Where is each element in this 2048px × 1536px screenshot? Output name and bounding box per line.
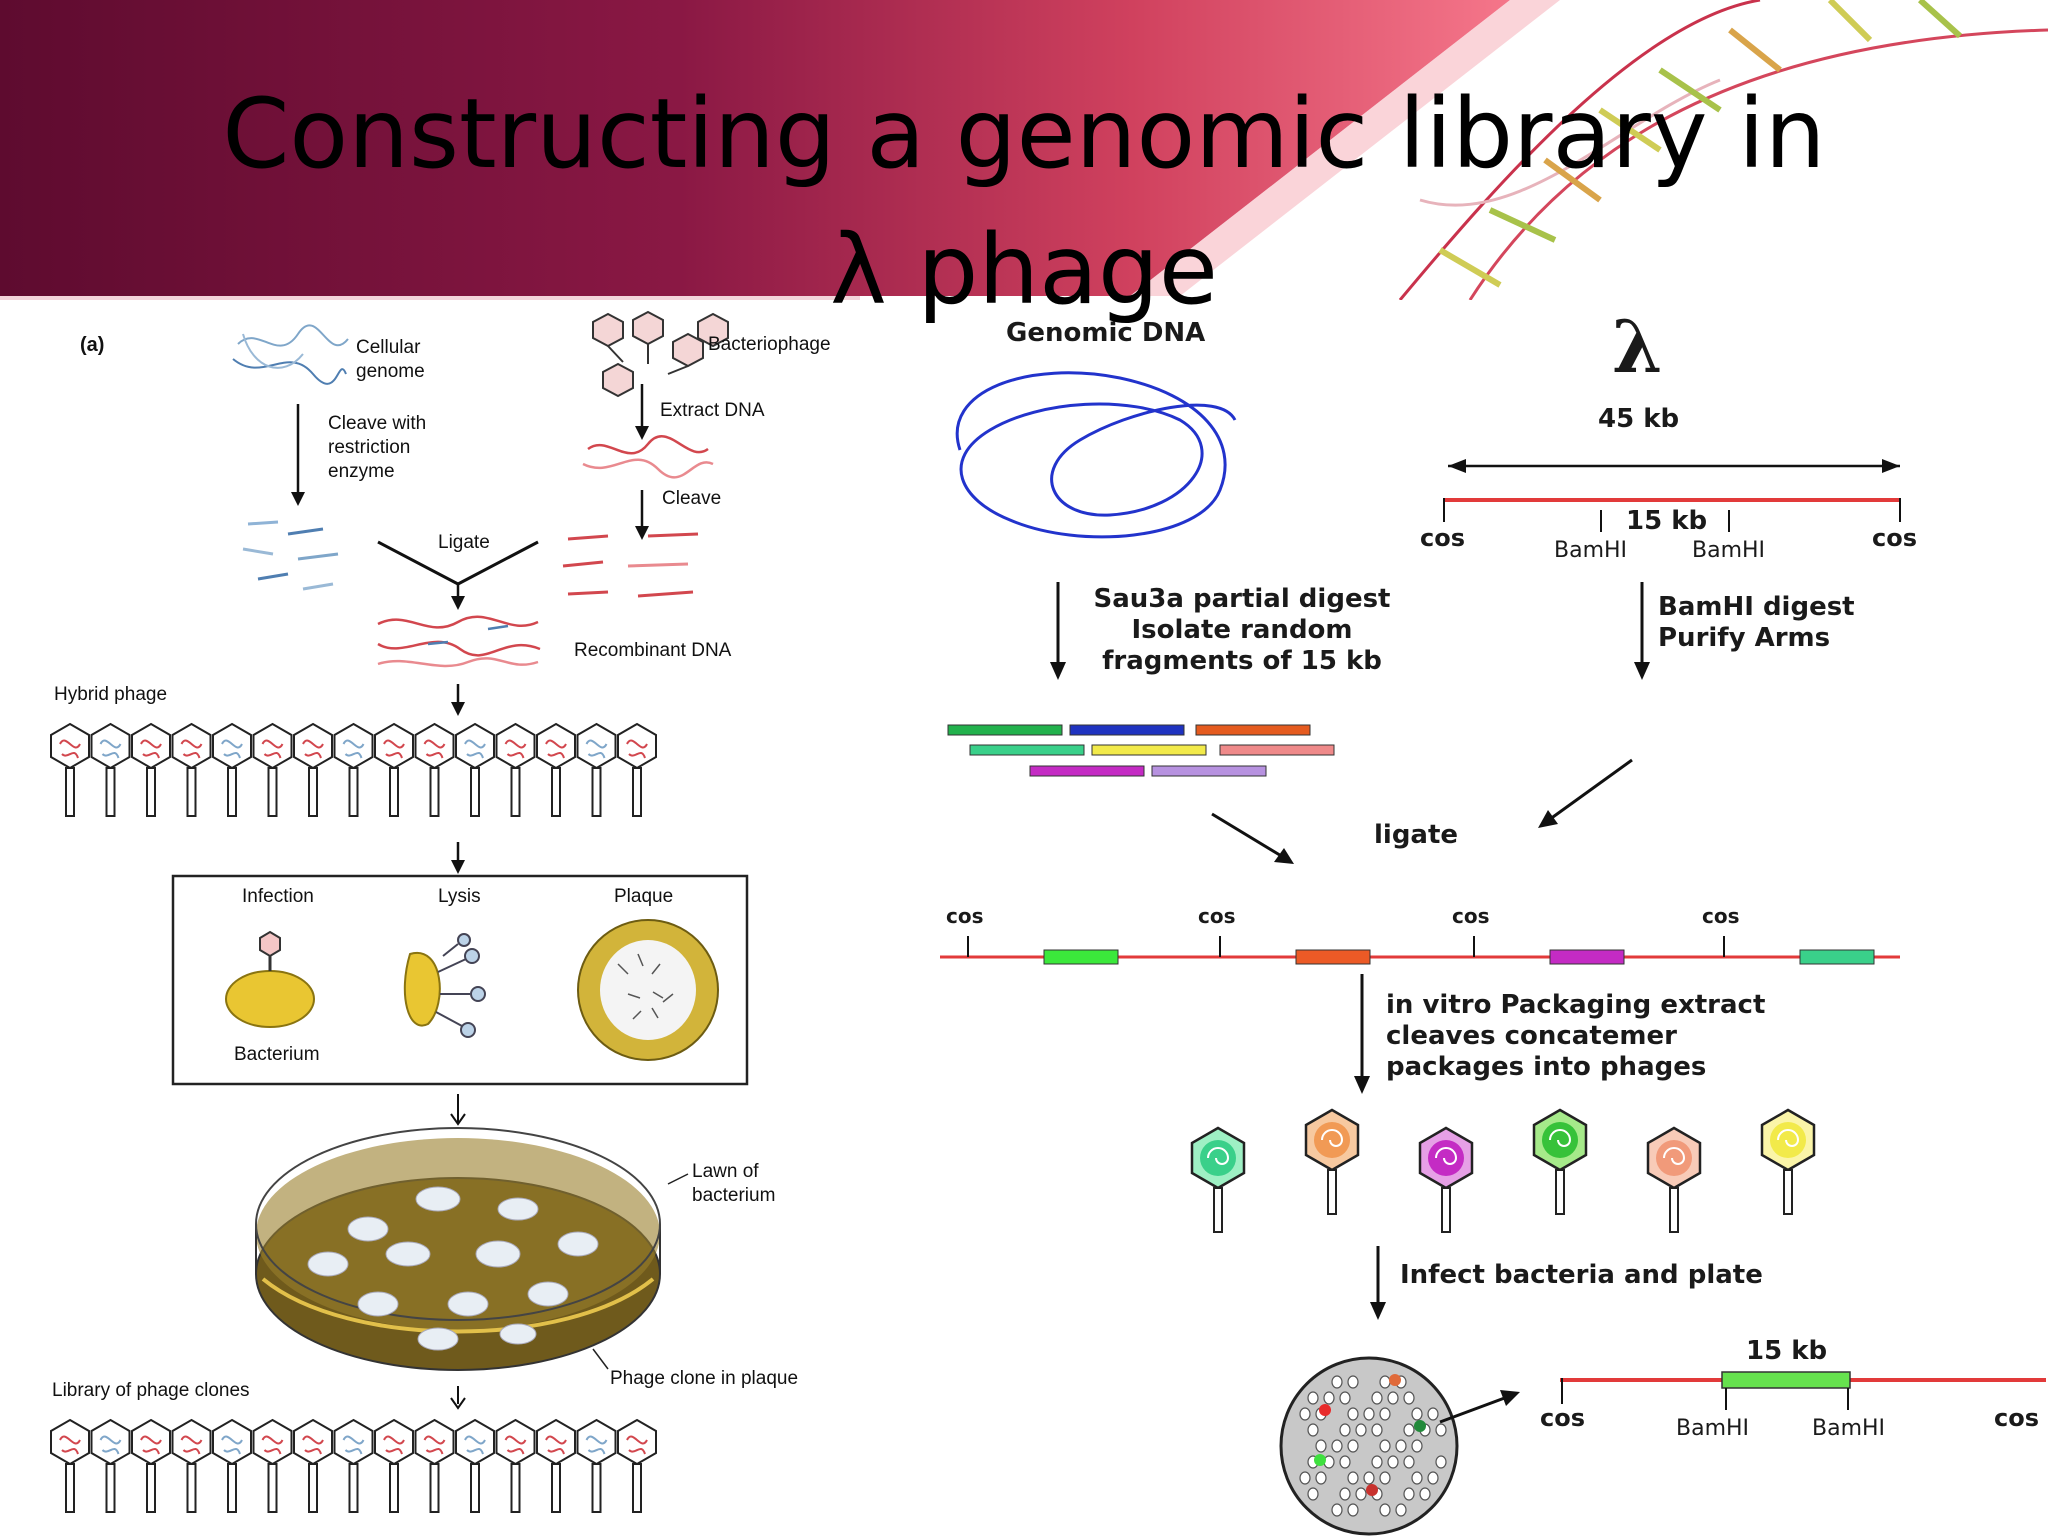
phage-clone-in-plaque-label: Phage clone in plaque [610, 1368, 799, 1389]
genomic-dna-label: Genomic DNA [1006, 318, 1206, 348]
bamhi-left-label: BamHI [1554, 538, 1628, 563]
hybrid-phage-icon [617, 722, 657, 817]
title-banner [0, 0, 2048, 300]
cos-right-label: cos [1872, 524, 1917, 552]
library-phage-icon [333, 1418, 374, 1513]
library-phage-icon [617, 1418, 657, 1513]
right-diagram-drawing [940, 371, 2046, 1536]
library-phage-icon [414, 1418, 455, 1513]
library-phage-icon [576, 1418, 617, 1513]
cos-left-label: cos [1420, 524, 1465, 552]
panel-label: (a) [80, 334, 105, 356]
random-fragments [947, 724, 1335, 777]
recombinant-dna-illustration [377, 615, 541, 668]
hybrid-phage-icon [50, 722, 90, 817]
cleave-label: Cleave [662, 488, 722, 509]
clone-bamhi-right-label: BamHI [1812, 1416, 1886, 1441]
bacterial-plate [1279, 1356, 1459, 1536]
recombinant-dna-label: Recombinant DNA [574, 640, 732, 661]
library-phage-icon [374, 1418, 414, 1513]
hybrid-phage-label: Hybrid phage [54, 684, 168, 705]
bacterium-icon [225, 930, 315, 1028]
library-phage-icon [90, 1418, 131, 1513]
packaged-phage-icon [1418, 1126, 1474, 1233]
clone-bamhi-left-label: BamHI [1676, 1416, 1750, 1441]
library-phage-icon [536, 1418, 576, 1513]
lysis-icon [403, 933, 486, 1038]
left-diagram-drawing [50, 310, 749, 1513]
cleaved-fragments-illustration [242, 520, 699, 598]
library-phage-icon [171, 1418, 212, 1513]
bacteriophage-illustration [592, 310, 729, 398]
hybrid-phage-icon [171, 722, 212, 817]
packaged-phage-icon [1304, 1108, 1360, 1215]
bamhi-step-label: BamHI digest Purify Arms [1658, 592, 1855, 653]
clone-cos-right-label: cos [1994, 1404, 2039, 1432]
right-diagram: Genomic DNA λ 45 kb cos 15 kb cos BamHI … [900, 300, 2048, 1536]
library-phage-icon [131, 1418, 171, 1513]
lysis-label: Lysis [438, 886, 481, 907]
left-diagram: (a) Cellular genome Bacteriophage Cleave… [48, 304, 868, 1536]
bacteriophage-label: Bacteriophage [708, 334, 831, 355]
hybrid-phage-icon [333, 722, 374, 817]
lambda-symbol: λ [1612, 304, 1663, 389]
phage-library-row [50, 1418, 657, 1513]
title-line-2: λ phage [830, 214, 1218, 326]
concatemer-cos-2: cos [1198, 904, 1236, 928]
hybrid-phage-icon [212, 722, 252, 817]
cleave-with-enzyme-label: Cleave with restriction enzyme [328, 413, 427, 482]
hybrid-phage-icon [414, 722, 455, 817]
size-15kb-label: 15 kb [1626, 506, 1708, 536]
ligate-label: Ligate [438, 532, 490, 553]
hybrid-phage-icon [455, 722, 495, 817]
genomic-dna-illustration [955, 371, 1237, 539]
dna-helix-decoration [1398, 0, 2048, 300]
hybrid-phage-icon [252, 722, 293, 817]
phage-dna-illustration [582, 435, 714, 479]
clone-cos-left-label: cos [1540, 1404, 1585, 1432]
library-phage-icon [50, 1418, 90, 1513]
petri-dish-illustration [255, 1127, 661, 1371]
ligate-label: ligate [1374, 820, 1459, 850]
concatemer-cos-1: cos [946, 904, 984, 928]
hybrid-phage-icon [576, 722, 617, 817]
infect-step-label: Infect bacteria and plate [1400, 1260, 1763, 1290]
size-45kb-label: 45 kb [1598, 404, 1680, 434]
concatemer-cos-4: cos [1702, 904, 1740, 928]
hybrid-phage-icon [90, 722, 131, 817]
hybrid-phage-icon [293, 722, 333, 817]
hybrid-phage-icon [374, 722, 414, 817]
packaged-phage-icon [1532, 1108, 1588, 1215]
sau3a-step-label: Sau3a partial digest Isolate random frag… [1093, 584, 1391, 676]
bamhi-right-label: BamHI [1692, 538, 1766, 563]
cellular-genome-illustration [232, 324, 349, 385]
plaque-icon [577, 919, 719, 1061]
library-phage-icon [293, 1418, 333, 1513]
slide-title: Constructing a genomic library in λ phag… [0, 66, 2048, 338]
hybrid-phage-icon [495, 722, 536, 817]
hybrid-phage-row [50, 722, 657, 817]
bacterium-label: Bacterium [234, 1044, 320, 1065]
lawn-of-bacterium-label: Lawn of bacterium [692, 1161, 776, 1206]
packaged-phage-icon [1646, 1126, 1702, 1233]
title-line-1: Constructing a genomic library in [222, 78, 1826, 190]
cellular-genome-label: Cellular genome [356, 337, 425, 382]
library-of-phage-clones-label: Library of phage clones [52, 1380, 250, 1401]
concatemer-cos-3: cos [1452, 904, 1490, 928]
clone-size-15kb-label: 15 kb [1746, 1336, 1828, 1366]
library-phage-icon [212, 1418, 252, 1513]
packaging-step-label: in vitro Packaging extract cleaves conca… [1386, 990, 1766, 1082]
packaged-phage-icon [1760, 1108, 1816, 1215]
infection-label: Infection [242, 886, 314, 907]
plaque-label: Plaque [614, 886, 674, 907]
packaged-phages [1190, 1108, 1816, 1233]
library-phage-icon [252, 1418, 293, 1513]
library-phage-icon [455, 1418, 495, 1513]
packaged-phage-icon [1190, 1126, 1246, 1233]
hybrid-phage-icon [536, 722, 576, 817]
library-phage-icon [495, 1418, 536, 1513]
extract-dna-label: Extract DNA [660, 400, 765, 421]
concatemer [940, 936, 1900, 965]
hybrid-phage-icon [131, 722, 171, 817]
